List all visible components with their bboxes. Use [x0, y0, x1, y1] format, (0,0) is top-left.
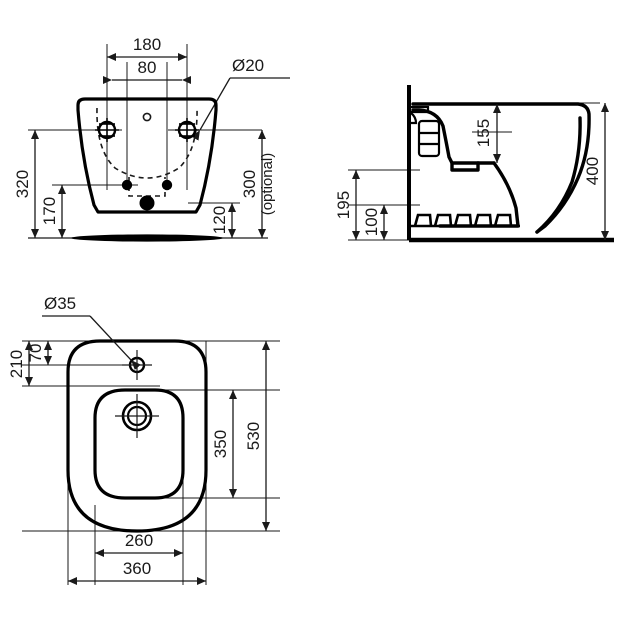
- plan-outer-outline: [66, 339, 208, 533]
- callout-plan-tap-hole-dia35-label: Ø35: [44, 294, 76, 313]
- front-vent-hole: [142, 112, 152, 122]
- front-elevation-view: 180 80 Ø20: [13, 35, 290, 242]
- dim-front-170-label: 170: [40, 197, 59, 225]
- dim-plan-530: 530: [244, 341, 270, 531]
- side-body-outline: [411, 102, 591, 234]
- dim-plan-530-label: 530: [244, 422, 263, 450]
- dim-plan-260: 260: [95, 531, 183, 557]
- front-lower-fixing-points: [121, 179, 173, 191]
- front-floor-line: [28, 234, 268, 242]
- dim-plan-210-label: 210: [7, 350, 26, 378]
- dim-front-300-optional: 300 (optional): [240, 130, 276, 238]
- plan-view: Ø35 70 210 350: [7, 294, 280, 585]
- dim-side-195-label: 195: [334, 191, 353, 219]
- dim-front-120-label: 120: [210, 206, 229, 234]
- front-waste-outlet: [139, 195, 155, 211]
- dim-plan-260-label: 260: [125, 531, 153, 550]
- dim-side-100: 100: [362, 205, 388, 240]
- callout-plan-tap-hole-dia35: Ø35: [42, 294, 141, 371]
- dim-front-180: 180: [107, 35, 187, 61]
- front-body-outline: [76, 97, 218, 214]
- dim-front-300-label: 300: [240, 170, 259, 198]
- dim-side-155: 155: [474, 104, 501, 163]
- dim-plan-210: 210: [7, 341, 33, 386]
- dim-front-80: 80: [103, 58, 191, 84]
- plan-waste-outlet: [115, 394, 159, 438]
- dim-front-320: 320: [13, 130, 39, 238]
- dim-front-120: 120: [210, 203, 236, 238]
- dim-plan-360: 360: [68, 559, 206, 585]
- dim-front-180-label: 180: [133, 35, 161, 54]
- dim-front-170: 170: [40, 185, 66, 238]
- callout-front-hole-dia20: Ø20: [191, 56, 290, 141]
- plan-inner-bowl-outline: [93, 388, 185, 500]
- dim-front-300-optional-note: (optional): [259, 153, 276, 216]
- dim-side-400: 400: [583, 103, 609, 240]
- side-elevation-view: 155 400 195 100: [334, 85, 614, 243]
- front-fixing-hole-left: [95, 118, 119, 142]
- dim-side-100-label: 100: [362, 208, 381, 236]
- dim-front-80-label: 80: [138, 58, 157, 77]
- callout-front-hole-dia20-label: Ø20: [232, 56, 264, 75]
- dim-plan-350-label: 350: [211, 430, 230, 458]
- dim-plan-350: 350: [211, 390, 237, 498]
- dim-plan-360-label: 360: [123, 559, 151, 578]
- dim-side-155-label: 155: [474, 119, 493, 147]
- front-fixing-hole-right: [175, 118, 199, 142]
- side-inlet-detail: [410, 105, 441, 158]
- dim-side-400-label: 400: [583, 157, 602, 185]
- dim-side-195: 195: [334, 170, 360, 240]
- dim-front-320-label: 320: [13, 170, 32, 198]
- side-bracket-teeth: [409, 213, 520, 228]
